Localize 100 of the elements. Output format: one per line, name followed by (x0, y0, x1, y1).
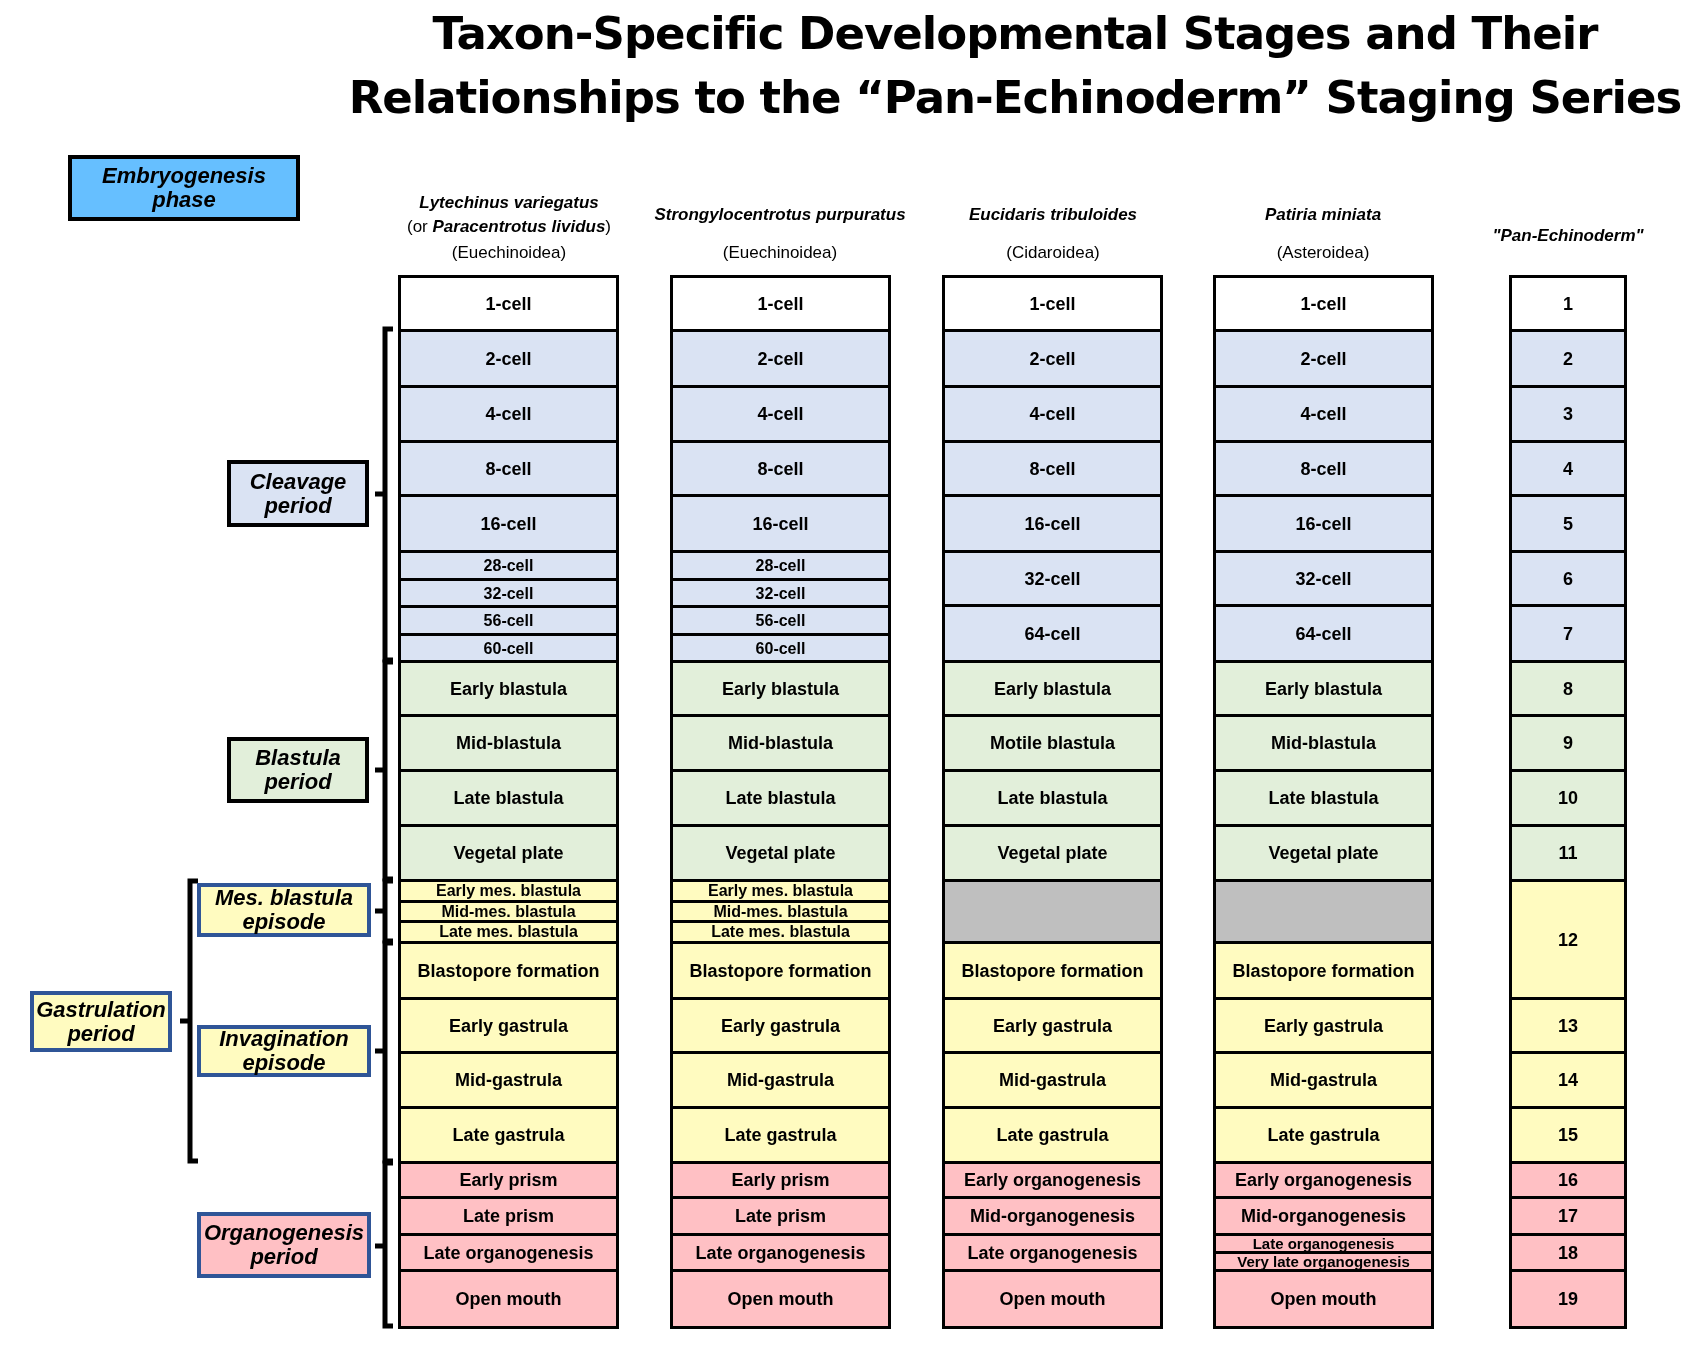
stage-number-cell: 5 (1509, 494, 1627, 553)
stage-cell: Late blastula (1213, 769, 1434, 827)
species-label: Strongylocentrotus purpuratus (654, 205, 906, 225)
stage-cell: Late prism (398, 1196, 619, 1236)
stage-cell: Blastopore formation (398, 941, 619, 1000)
stage-cell: Mid-gastrula (670, 1051, 891, 1109)
stage-cell: Open mouth (398, 1269, 619, 1329)
stage-cell: Late organogenesis (670, 1233, 891, 1272)
stage-number-cell: 13 (1509, 997, 1627, 1054)
stage-cell: Vegetal plate (942, 824, 1163, 882)
stage-number-cell: 1 (1509, 275, 1627, 332)
stage-cell: 2-cell (1213, 329, 1434, 388)
stage-cell: Vegetal plate (1213, 824, 1434, 882)
stage-number-cell: 11 (1509, 824, 1627, 882)
stage-cell: 4-cell (1213, 385, 1434, 443)
stage-cell: 2-cell (670, 329, 891, 388)
stage-cell: 16-cell (942, 494, 1163, 553)
stage-cell: 16-cell (670, 494, 891, 553)
stage-number-cell: 8 (1509, 660, 1627, 717)
stage-cell: Early blastula (670, 660, 891, 717)
period-box: Blastula period (227, 737, 369, 803)
stage-cell: Mid-blastula (398, 714, 619, 772)
stage-cell: Early blastula (942, 660, 1163, 717)
stage-cell: 16-cell (398, 494, 619, 553)
stage-number-cell: 7 (1509, 604, 1627, 663)
stage-cell: Late blastula (942, 769, 1163, 827)
stage-number-cell: 19 (1509, 1269, 1627, 1329)
stage-cell: 8-cell (670, 440, 891, 497)
stage-cell: 8-cell (1213, 440, 1434, 497)
stage-cell: Blastopore formation (942, 941, 1163, 1000)
stage-cell: Late mes. blastula (670, 920, 891, 944)
period-box: Cleavage period (227, 460, 369, 527)
stage-cell: Late mes. blastula (398, 920, 619, 944)
stage-cell: Late gastrula (942, 1106, 1163, 1164)
stage-cell: 32-cell (1213, 550, 1434, 607)
stage-cell: Early mes. blastula (398, 879, 619, 903)
stage-cell: Early organogenesis (1213, 1161, 1434, 1199)
stage-cell: Blastopore formation (670, 941, 891, 1000)
stage-number-cell: 2 (1509, 329, 1627, 388)
stage-cell: Late blastula (398, 769, 619, 827)
stage-cell: Mid-gastrula (942, 1051, 1163, 1109)
stage-cell: Blastopore formation (1213, 941, 1434, 1000)
stage-cell: 64-cell (942, 604, 1163, 663)
stage-number-cell: 3 (1509, 385, 1627, 443)
stage-cell: Mid-gastrula (398, 1051, 619, 1109)
episode-box: Mes. blastula episode (197, 883, 371, 937)
taxon-label: (Cidaroidea) (1006, 243, 1100, 263)
taxon-label: (Euechinoidea) (722, 243, 838, 263)
stage-cell: Early prism (398, 1161, 619, 1199)
taxon-label: (Asteroidea) (1276, 243, 1370, 263)
stage-cell: 2-cell (398, 329, 619, 388)
stage-cell: Late organogenesis (942, 1233, 1163, 1272)
stage-cell: Mid-blastula (1213, 714, 1434, 772)
stage-cell: 8-cell (942, 440, 1163, 497)
stage-number-cell: 16 (1509, 1161, 1627, 1199)
stage-cell: Early gastrula (398, 997, 619, 1054)
stage-cell: 2-cell (942, 329, 1163, 388)
episode-box: Invagination episode (197, 1025, 371, 1077)
stage-number-cell: 18 (1509, 1233, 1627, 1272)
stage-cell: Early gastrula (942, 997, 1163, 1054)
stage-cell: 4-cell (670, 385, 891, 443)
empty-cell (942, 879, 1163, 944)
stage-cell: Late blastula (670, 769, 891, 827)
stage-cell: Early mes. blastula (670, 879, 891, 903)
stage-cell: 1-cell (398, 275, 619, 332)
stage-cell: Motile blastula (942, 714, 1163, 772)
stage-cell: Open mouth (670, 1269, 891, 1329)
stage-cell: 8-cell (398, 440, 619, 497)
stage-number-cell: 6 (1509, 550, 1627, 607)
stage-cell: Late gastrula (670, 1106, 891, 1164)
stage-cell: Late organogenesis (398, 1233, 619, 1272)
species-label: "Pan-Echinoderm" (1492, 226, 1644, 246)
stage-cell: Early gastrula (1213, 997, 1434, 1054)
stage-cell: Late gastrula (1213, 1106, 1434, 1164)
stage-cell: Mid-gastrula (1213, 1051, 1434, 1109)
species-label: Lytechinus variegatus (419, 193, 599, 213)
stage-cell: Vegetal plate (670, 824, 891, 882)
stage-cell: 1-cell (942, 275, 1163, 332)
stage-cell: 4-cell (942, 385, 1163, 443)
stage-cell: Open mouth (942, 1269, 1163, 1329)
stage-cell: Early blastula (398, 660, 619, 717)
stage-number-cell: 14 (1509, 1051, 1627, 1109)
stage-cell: Early blastula (1213, 660, 1434, 717)
stage-cell: Mid-blastula (670, 714, 891, 772)
stage-cell: Early gastrula (670, 997, 891, 1054)
stage-cell: Open mouth (1213, 1269, 1434, 1329)
stage-cell: Early prism (670, 1161, 891, 1199)
stage-cell: 1-cell (670, 275, 891, 332)
stage-number-cell: 10 (1509, 769, 1627, 827)
stage-number-cell: 4 (1509, 440, 1627, 497)
period-box: Gastrulation period (30, 991, 172, 1052)
stage-cell: 32-cell (942, 550, 1163, 607)
stage-cell: 16-cell (1213, 494, 1434, 553)
taxon-label: (Euechinoidea) (451, 243, 567, 263)
stage-cell: 4-cell (398, 385, 619, 443)
stage-number-cell: 9 (1509, 714, 1627, 772)
stage-cell: Late prism (670, 1196, 891, 1236)
stage-number-cell: 12 (1509, 879, 1627, 1000)
title: Taxon-Specific Developmental Stages and Their Relationships to the “Pan-Echinoderm” Staging Series (347, 6, 1683, 126)
stage-cell: Mid-organogenesis (1213, 1196, 1434, 1236)
